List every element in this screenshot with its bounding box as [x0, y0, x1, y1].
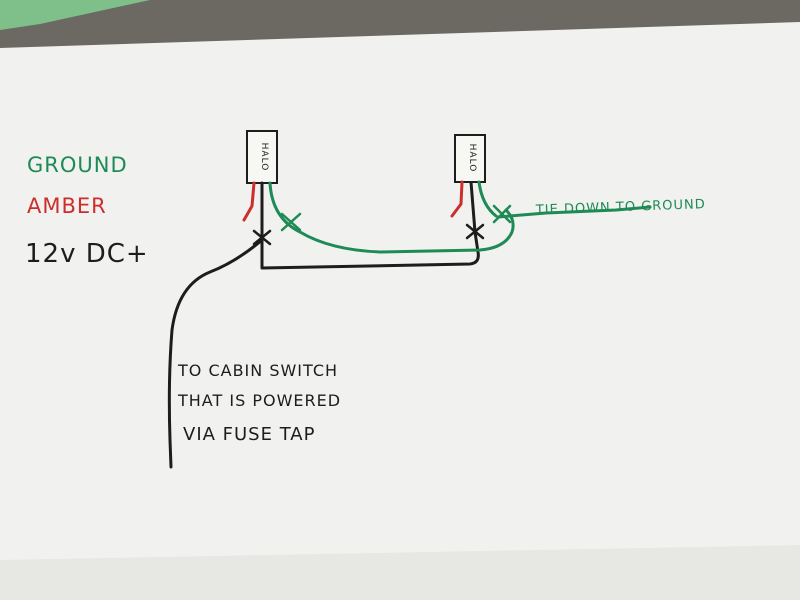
black-splice-mark-2: [465, 223, 485, 240]
halo-light-2: HALO: [454, 134, 486, 183]
halo-light-label: HALO: [259, 143, 269, 172]
legend-dc-label: 12v DC+: [25, 239, 149, 269]
halo-light-label: HALO: [467, 144, 477, 173]
green-paper-corner: [0, 0, 150, 30]
feed-note-line-1: TO CABIN SWITCH: [177, 361, 338, 380]
halo-light-body: [454, 134, 486, 183]
amber-wire-1: [242, 181, 256, 222]
ground-wire-light-2: [477, 180, 498, 218]
feed-note-line-3: VIA FUSE TAP: [183, 424, 315, 445]
halo-light-1: HALO: [246, 130, 278, 184]
paper-sheet: [0, 22, 800, 600]
legend-ground-label: GROUND: [27, 153, 128, 177]
ground-splice-mark-1: [280, 212, 302, 232]
paper-shadow: [0, 545, 800, 600]
feed-note-line-2: THAT IS POWERED: [177, 391, 341, 410]
black-splice-mark-1: [252, 229, 272, 246]
dc-wire-light-2: [261, 181, 480, 270]
amber-wire-2: [450, 180, 464, 218]
ground-splice-mark-2: [492, 204, 512, 224]
tie-down-note: TIE DOWN TO GROUND: [535, 197, 706, 218]
legend-amber-label: AMBER: [27, 194, 107, 218]
ground-tie-wire: [496, 205, 652, 219]
dc-feed-wire: [167, 238, 264, 469]
